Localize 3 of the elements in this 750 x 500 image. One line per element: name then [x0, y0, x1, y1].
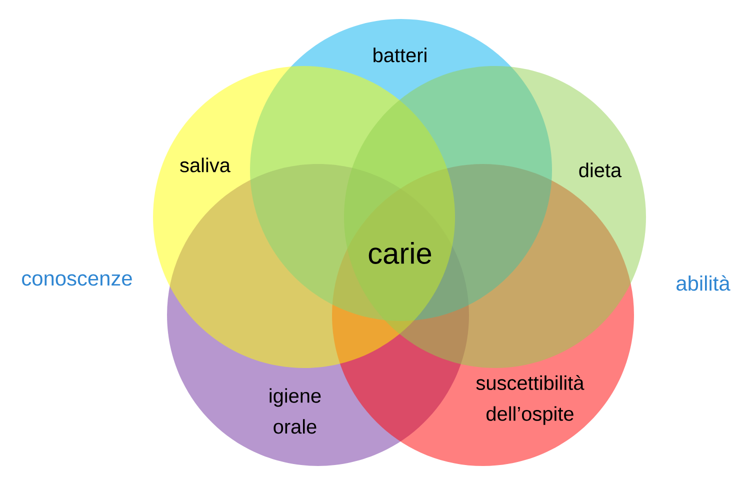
- side-label: abilità: [676, 275, 730, 291]
- side-label: conoscenze: [22, 274, 132, 286]
- center-label: carie: [368, 242, 432, 264]
